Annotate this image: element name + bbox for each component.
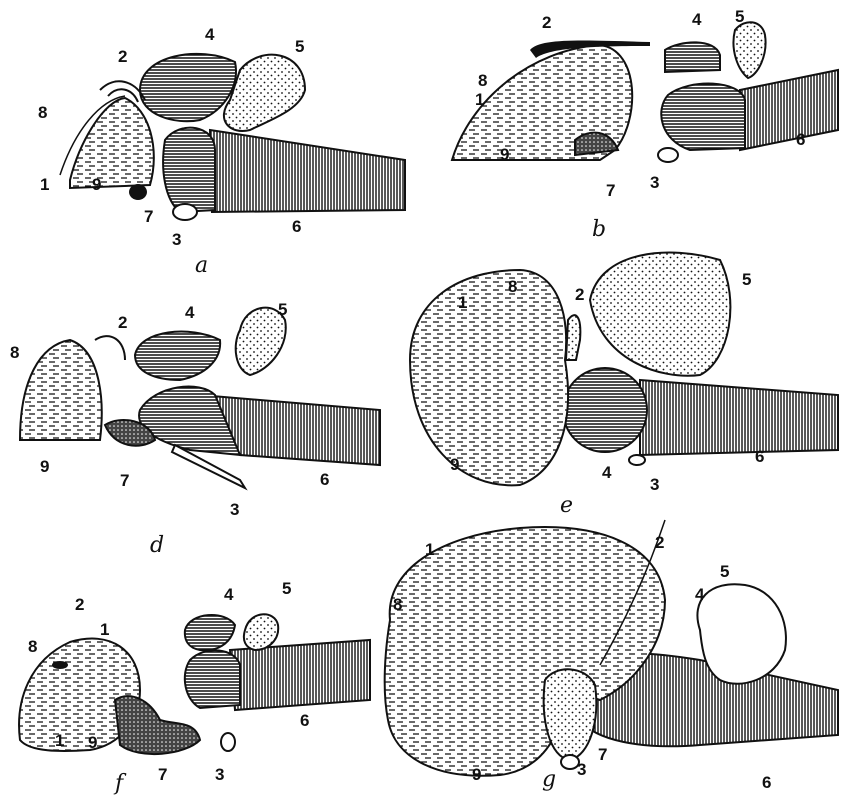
pituitary-3 bbox=[173, 204, 197, 220]
brainstem-6 bbox=[740, 70, 838, 150]
label-7: 7 bbox=[158, 765, 167, 784]
label-2: 2 bbox=[542, 13, 551, 32]
panel-letter-a: a bbox=[195, 253, 208, 278]
optic-lobe-4 bbox=[563, 368, 647, 452]
panel-e: 1 2 3 4 5 6 8 9 e bbox=[410, 253, 838, 518]
label-5: 5 bbox=[295, 37, 304, 56]
label-6: 6 bbox=[755, 447, 764, 466]
panel-d: 2 3 4 5 6 7 8 9 d bbox=[10, 300, 380, 558]
label-7: 7 bbox=[606, 181, 615, 200]
label-1: 1 bbox=[475, 90, 484, 109]
label-9: 9 bbox=[40, 457, 49, 476]
panel-f: 1 1 2 3 4 5 6 7 8 9 f bbox=[19, 579, 370, 796]
panel-letter-f: f bbox=[113, 771, 127, 796]
label-7: 7 bbox=[120, 471, 129, 490]
label-3: 3 bbox=[577, 760, 586, 779]
label-8: 8 bbox=[10, 343, 19, 362]
hypothalamus-7 bbox=[115, 696, 200, 754]
label-6: 6 bbox=[762, 773, 771, 792]
label-7: 7 bbox=[144, 207, 153, 226]
hemisphere-9 bbox=[20, 340, 102, 440]
panel-letter-e: e bbox=[560, 493, 573, 518]
diencephalon-7 bbox=[544, 669, 597, 760]
label-2: 2 bbox=[575, 285, 584, 304]
label-3: 3 bbox=[230, 500, 239, 519]
panel-a: 1 2 3 4 5 6 7 8 9 a bbox=[38, 25, 405, 278]
optic-lobe-4 bbox=[665, 42, 720, 72]
brainstem-6 bbox=[210, 130, 405, 212]
panel-b: 1 2 3 4 5 6 7 8 9 b bbox=[452, 7, 838, 242]
label-5: 5 bbox=[742, 270, 751, 289]
label-6: 6 bbox=[796, 130, 805, 149]
epiphysis-2 bbox=[566, 315, 580, 360]
pituitary-3 bbox=[658, 148, 678, 162]
label-3: 3 bbox=[172, 230, 181, 249]
label-7: 7 bbox=[598, 745, 607, 764]
panel-letter-d: d bbox=[150, 533, 164, 558]
label-3: 3 bbox=[650, 173, 659, 192]
brainstem-6 bbox=[230, 640, 370, 710]
label-9: 9 bbox=[92, 175, 101, 194]
label-4: 4 bbox=[692, 10, 702, 29]
cerebellum-5 bbox=[590, 253, 730, 376]
label-8: 8 bbox=[393, 595, 402, 614]
panel-letter-g: g bbox=[542, 767, 556, 792]
label-4: 4 bbox=[695, 585, 705, 604]
label-4: 4 bbox=[185, 303, 195, 322]
midbrain-region bbox=[185, 650, 240, 708]
label-9: 9 bbox=[88, 733, 97, 752]
label-5: 5 bbox=[278, 300, 287, 319]
cerebellum-5 bbox=[244, 614, 278, 650]
label-9: 9 bbox=[472, 765, 481, 784]
label-1: 1 bbox=[40, 175, 49, 194]
hypothalamus-7 bbox=[129, 184, 147, 200]
label-2: 2 bbox=[118, 47, 127, 66]
label-3: 3 bbox=[215, 765, 224, 784]
epiphysis-2 bbox=[52, 661, 68, 669]
label-3: 3 bbox=[650, 475, 659, 494]
pituitary-3 bbox=[629, 455, 645, 465]
label-9: 9 bbox=[450, 455, 459, 474]
brainstem-6 bbox=[640, 380, 838, 455]
label-6: 6 bbox=[320, 470, 329, 489]
midbrain-region bbox=[661, 84, 745, 150]
pituitary-3 bbox=[221, 733, 235, 751]
label-8: 8 bbox=[478, 71, 487, 90]
label-4: 4 bbox=[205, 25, 215, 44]
epiphysis-2 bbox=[95, 336, 125, 360]
cerebellum-5 bbox=[733, 22, 765, 78]
label-2: 2 bbox=[118, 313, 127, 332]
label-1: 1 bbox=[458, 293, 467, 312]
optic-lobe-4 bbox=[185, 615, 235, 650]
label-8: 8 bbox=[38, 103, 47, 122]
label-1: 1 bbox=[100, 620, 109, 639]
label-5: 5 bbox=[735, 7, 744, 26]
panel-g: 1 2 3 4 5 6 7 8 9 g bbox=[385, 520, 838, 792]
optic-lobe-4 bbox=[135, 332, 220, 380]
label-8: 8 bbox=[28, 637, 37, 656]
label-2: 2 bbox=[75, 595, 84, 614]
cerebellum-5 bbox=[697, 584, 786, 684]
label-9: 9 bbox=[500, 145, 509, 164]
hemisphere-9 bbox=[70, 98, 154, 188]
hemisphere-9 bbox=[410, 270, 568, 485]
panel-letter-b: b bbox=[592, 217, 606, 242]
label-1: 1 bbox=[425, 540, 434, 559]
midbrain-region bbox=[163, 128, 215, 212]
optic-lobe-4 bbox=[140, 54, 236, 121]
label-1: 1 bbox=[55, 731, 64, 750]
label-4: 4 bbox=[224, 585, 234, 604]
label-6: 6 bbox=[300, 711, 309, 730]
label-8: 8 bbox=[508, 277, 517, 296]
label-6: 6 bbox=[292, 217, 301, 236]
label-4: 4 bbox=[602, 463, 612, 482]
label-5: 5 bbox=[282, 579, 291, 598]
label-2: 2 bbox=[655, 533, 664, 552]
label-5: 5 bbox=[720, 562, 729, 581]
